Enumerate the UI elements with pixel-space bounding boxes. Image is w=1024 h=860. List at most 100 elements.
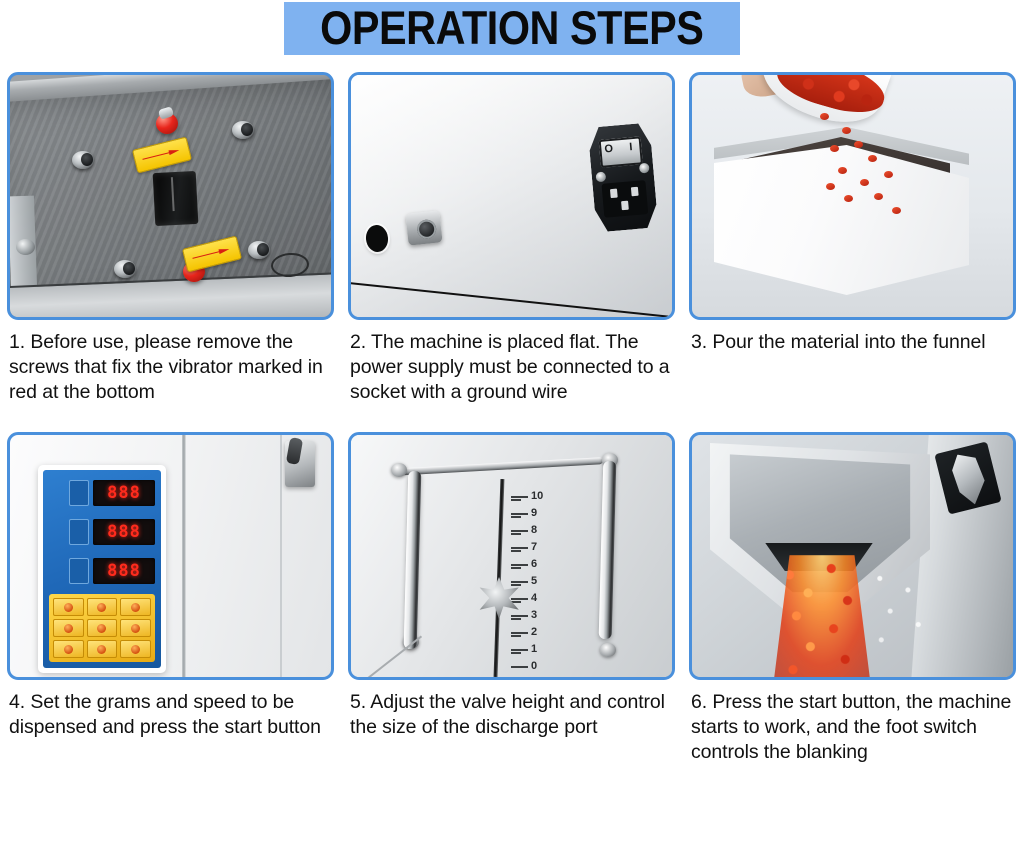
connector-pin <box>429 230 434 235</box>
aviation-connector-icon <box>405 210 443 246</box>
falling-material-grain <box>838 167 847 174</box>
falling-material-grain <box>874 193 883 200</box>
falling-material-grain <box>884 171 893 178</box>
connector-pin <box>421 231 426 237</box>
scale-label: 2 <box>531 626 538 638</box>
steps-row-bottom: 888 888 888 <box>0 432 1024 765</box>
step-caption-4: 4. Set the grams and speed to be dispens… <box>9 691 321 738</box>
led-label-tag <box>69 480 89 506</box>
keypad-button[interactable] <box>53 640 84 658</box>
scatter-specks <box>865 565 939 661</box>
step-caption-5: 5. Adjust the valve height and control t… <box>350 691 665 738</box>
scale-tick <box>511 546 528 549</box>
control-panel-face: 888 888 888 <box>43 470 161 668</box>
side-bolt-icon <box>16 239 35 255</box>
step-photo-6-discharge-flow <box>689 432 1016 680</box>
scale-tick <box>511 495 528 498</box>
page-header: OPERATION STEPS <box>0 0 1024 72</box>
scale-tick <box>511 635 521 637</box>
keypad-button[interactable] <box>120 598 151 616</box>
scale-label: 3 <box>531 609 538 621</box>
led-value-count: 888 <box>107 561 141 581</box>
scale-label: 1 <box>531 643 538 655</box>
scale-label: 8 <box>531 524 538 536</box>
step-caption-6: 6. Press the start button, the machine s… <box>691 691 1012 763</box>
vibrator-slot <box>153 170 199 226</box>
step-photo-5-valve-scale: 10 9 8 7 6 5 4 3 2 <box>348 432 675 680</box>
door-seam <box>182 435 186 677</box>
material-flow-grains <box>773 557 871 677</box>
door-hinge-icon <box>285 441 315 487</box>
scale-label: 7 <box>531 541 538 553</box>
title-highlight: OPERATION STEPS <box>284 2 740 55</box>
steps-grid: 1. Before use, please remove the screws … <box>0 72 1024 765</box>
bolt-icon <box>114 260 136 278</box>
scale-tick <box>511 648 528 651</box>
step-card-1: 1. Before use, please remove the screws … <box>0 72 341 426</box>
keypad-button[interactable] <box>86 598 118 616</box>
falling-material-grain <box>860 179 869 186</box>
falling-material-grain <box>868 155 877 162</box>
scale-tick <box>511 529 528 532</box>
rail-nut-icon <box>600 643 616 657</box>
led-value-speed: 888 <box>107 522 141 542</box>
scale-label: 6 <box>531 558 538 570</box>
start-button[interactable] <box>120 640 151 658</box>
scale-tick <box>511 631 528 634</box>
bolt-icon <box>72 151 94 169</box>
step-caption-2: 2. The machine is placed flat. The power… <box>350 331 670 403</box>
power-rocker-switch[interactable] <box>599 136 643 168</box>
keypad-button[interactable] <box>120 619 151 637</box>
step-caption-3: 3. Pour the material into the funnel <box>691 331 986 353</box>
scale-label: 9 <box>531 507 538 519</box>
page-title: OPERATION STEPS <box>320 1 704 54</box>
falling-material-grain <box>892 207 901 214</box>
falling-material-grain <box>854 141 863 148</box>
scale-tick <box>511 563 528 566</box>
step-photo-1-metal-base-plate <box>7 72 334 320</box>
led-display-count[interactable]: 888 <box>93 558 155 584</box>
keypad-button[interactable] <box>86 640 118 658</box>
led-display-weight[interactable]: 888 <box>93 480 155 506</box>
scale-tick <box>511 665 528 668</box>
step-card-5: 10 9 8 7 6 5 4 3 2 <box>341 432 682 765</box>
scale-tick <box>511 512 528 515</box>
scale-label: 0 <box>531 660 538 672</box>
step-photo-3-pouring-into-hopper <box>689 72 1016 320</box>
cabinet-seam <box>280 435 282 677</box>
step-caption-1: 1. Before use, please remove the screws … <box>9 331 323 403</box>
step-photo-4-control-panel: 888 888 888 <box>7 432 334 680</box>
iec-socket-opening <box>601 180 648 218</box>
control-keypad <box>49 594 155 662</box>
scale-tick <box>511 614 528 617</box>
falling-material-grain <box>844 195 853 202</box>
scale-tick <box>511 597 528 600</box>
scale-tick <box>511 580 528 583</box>
scale-label: 10 <box>531 490 544 502</box>
step-card-2: 2. The machine is placed flat. The power… <box>341 72 682 426</box>
crossbar-nut-icon <box>391 463 407 477</box>
socket-pin <box>631 187 639 197</box>
scale-tick <box>511 516 521 518</box>
falling-material-grain <box>826 183 835 190</box>
led-row-count: 888 <box>69 555 155 587</box>
scale-tick <box>511 550 521 552</box>
keypad-button[interactable] <box>53 598 84 616</box>
led-display-speed[interactable]: 888 <box>93 519 155 545</box>
keypad-button[interactable] <box>86 619 118 637</box>
scale-tick <box>511 533 521 535</box>
falling-material-grain <box>820 113 829 120</box>
screw-hole-icon <box>595 172 606 183</box>
scale-tick <box>511 584 521 586</box>
keypad-button[interactable] <box>53 619 84 637</box>
socket-pin <box>610 189 618 199</box>
led-label-tag <box>69 558 89 584</box>
scale-label: 5 <box>531 575 538 587</box>
led-row-speed: 888 <box>69 516 155 548</box>
scale-tick <box>511 601 521 603</box>
bolt-icon <box>248 241 270 259</box>
step-card-3: 3. Pour the material into the funnel <box>682 72 1023 426</box>
scale-tick <box>511 618 521 620</box>
falling-material-grain <box>830 145 839 152</box>
step-photo-2-rear-power-inlet-panel <box>348 72 675 320</box>
